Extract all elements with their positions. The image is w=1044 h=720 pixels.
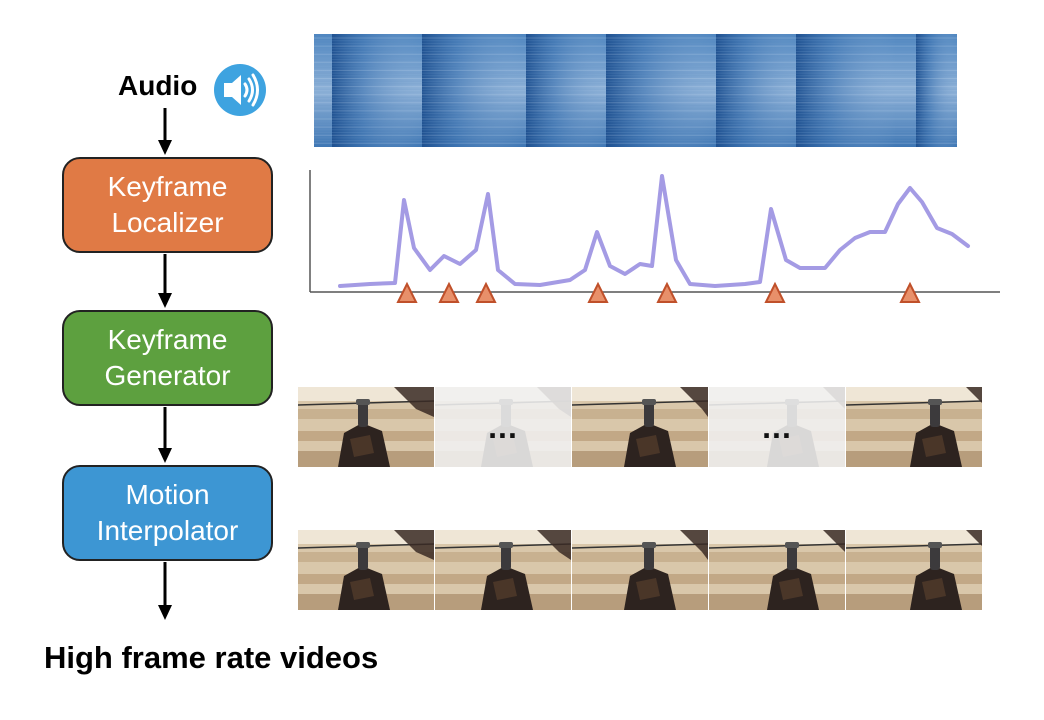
spectrogram-band: [716, 34, 802, 147]
video-frame: [572, 530, 708, 610]
arrow-localizer-to-generator: [158, 254, 172, 308]
omitted-frames-placeholder: ...: [709, 387, 845, 467]
arrow-interpolator-to-output: [158, 562, 172, 620]
keyframe-strip: ... ...: [298, 387, 982, 467]
arrow-audio-to-localizer: [158, 108, 172, 155]
keyframe-marker: [438, 281, 460, 303]
keyframe-marker: [475, 281, 497, 303]
box-label-line1: Keyframe: [107, 324, 228, 355]
keyframe-localizer-box: Keyframe Localizer: [62, 157, 273, 253]
keyframe-activation-plot: [309, 170, 1000, 303]
interpolated-frames-strip: [298, 530, 982, 610]
keyframe-marker: [764, 281, 786, 303]
box-label-line2: Generator: [104, 360, 231, 391]
ellipsis: ...: [762, 409, 792, 445]
spectrogram-band: [916, 34, 957, 147]
box-label-line2: Interpolator: [96, 515, 239, 546]
keyframe-marker: [899, 281, 921, 303]
video-frame: [298, 530, 434, 610]
output-label: High frame rate videos: [44, 640, 379, 675]
keyframe-marker: [656, 281, 678, 303]
spectrogram-band: [422, 34, 522, 147]
video-frame: [298, 387, 434, 467]
spectrogram-band: [332, 34, 422, 147]
arrow-generator-to-interpolator: [158, 407, 172, 463]
box-label-line1: Motion: [125, 479, 210, 510]
video-frame: [435, 530, 571, 610]
motion-interpolator-box: Motion Interpolator: [62, 465, 273, 561]
ellipsis: ...: [488, 409, 518, 445]
video-frame: [572, 387, 708, 467]
video-frame: [846, 530, 982, 610]
audio-input-label: Audio: [118, 70, 198, 101]
spectrogram-band: [606, 34, 716, 147]
omitted-frames-placeholder: ...: [435, 387, 571, 467]
audio-spectrogram: [314, 34, 957, 147]
spectrogram-band: [526, 34, 608, 147]
video-frame: [846, 387, 982, 467]
spectrogram-band: [796, 34, 896, 147]
activation-curve: [338, 174, 970, 288]
video-frame: [709, 530, 845, 610]
box-label-line1: Keyframe: [107, 171, 228, 202]
keyframe-marker: [396, 281, 418, 303]
speaker-icon: [214, 64, 266, 116]
keyframe-generator-box: Keyframe Generator: [62, 310, 273, 406]
box-label-line2: Localizer: [111, 207, 224, 238]
keyframe-marker: [587, 281, 609, 303]
